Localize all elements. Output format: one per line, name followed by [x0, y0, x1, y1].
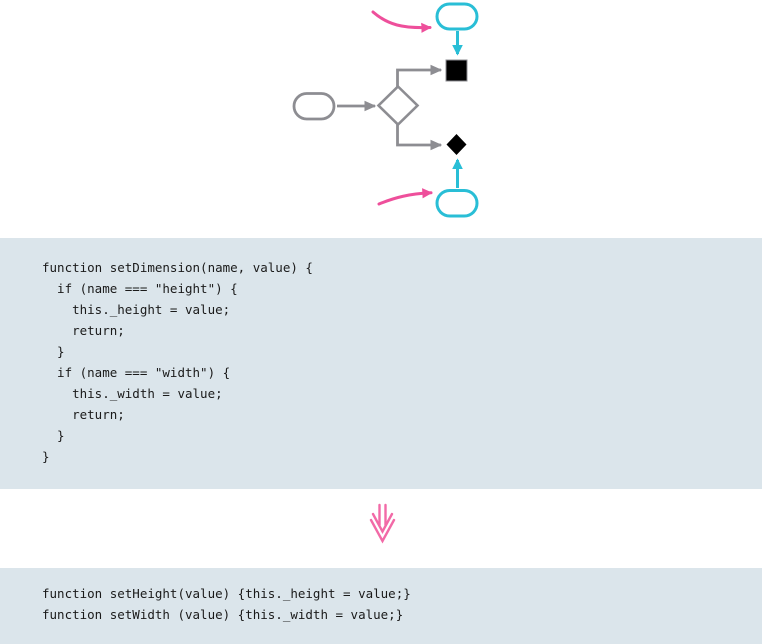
code-block-before: function setDimension(name, value) { if … — [0, 238, 762, 489]
code-before-text: function setDimension(name, value) { if … — [42, 260, 313, 464]
highlight-terminator-bottom — [435, 189, 479, 218]
pink-callout-arrow-bottom-icon — [377, 188, 433, 206]
code-block-after: function setHeight(value) {this._height … — [0, 568, 762, 644]
elbow-flow-arrow-top — [396, 64, 443, 87]
highlight-terminator-top — [435, 2, 479, 31]
black-square-end-node — [445, 59, 468, 82]
flowchart-diagram — [292, 2, 479, 218]
code-after-text: function setHeight(value) {this._height … — [42, 586, 411, 622]
black-diamond-end-node — [446, 134, 467, 155]
elbow-flow-arrow-bottom — [396, 124, 443, 151]
refactor-double-down-arrow-icon — [369, 503, 396, 544]
decision-diamond — [376, 84, 420, 127]
start-terminator-left — [292, 92, 336, 121]
pink-callout-arrow-top-icon — [371, 10, 432, 33]
